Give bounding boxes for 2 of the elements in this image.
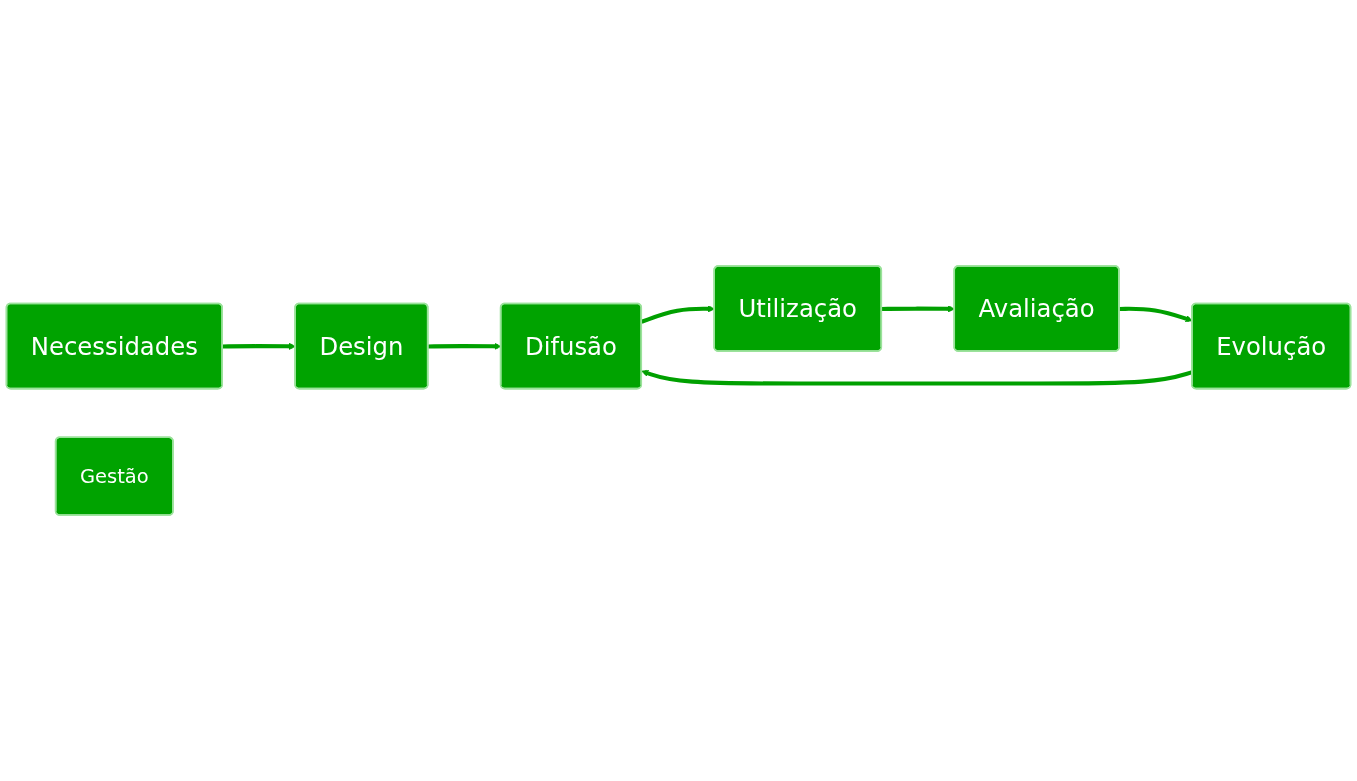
arrow xyxy=(881,305,955,313)
arrow xyxy=(222,342,296,350)
